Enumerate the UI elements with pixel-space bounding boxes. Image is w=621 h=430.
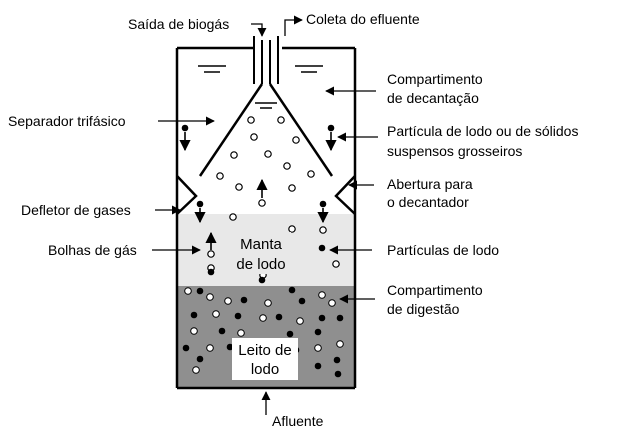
digestion-compartment-label-2: de digestão bbox=[387, 301, 460, 317]
gas-deflector-label: Defletor de gases bbox=[21, 202, 131, 218]
reactor-body bbox=[175, 46, 357, 390]
gas-deflectors bbox=[176, 175, 356, 215]
sludge-blanket-label-2: de lodo bbox=[236, 256, 285, 273]
sludge-bed-label-1: Leito de bbox=[238, 342, 291, 359]
gas-bubbles-label: Bolhas de gás bbox=[48, 242, 137, 258]
three-phase-separator-label: Separador trifásico bbox=[8, 113, 126, 129]
sludge-particles bbox=[181, 124, 335, 284]
sludge-bed-particles-black bbox=[182, 286, 344, 378]
callout-arrows bbox=[152, 15, 378, 415]
settler-opening-label-2: o decantador bbox=[387, 194, 469, 210]
sludge-particle-label-2: suspensos grosseiros bbox=[387, 143, 522, 159]
influent-label: Afluente bbox=[272, 413, 324, 429]
outlet-pipes bbox=[253, 36, 279, 84]
effluent-collection-label: Coleta do efluente bbox=[306, 11, 420, 27]
sludge-bed-label-box bbox=[232, 338, 298, 380]
gas-bubbles bbox=[207, 116, 340, 279]
sludge-particles-label: Partículas de lodo bbox=[387, 242, 499, 258]
settling-compartment-label-2: de decantação bbox=[387, 90, 479, 106]
sludge-bed-particles-white bbox=[184, 287, 344, 374]
settler-opening-label-1: Abertura para bbox=[387, 176, 473, 192]
sludge-particle-label-1: Partícula de lodo ou de sólidos bbox=[387, 123, 578, 139]
particle-flow-arrows bbox=[179, 132, 337, 250]
sludge-blanket-label-box bbox=[231, 232, 291, 274]
sludge-blanket-label-1: Manta bbox=[240, 236, 282, 253]
digestion-compartment-label-1: Compartimento bbox=[387, 282, 483, 298]
water-level-marks bbox=[198, 65, 323, 109]
three-phase-separator bbox=[198, 83, 334, 177]
biogas-outlet-label: Saída de biogás bbox=[128, 16, 229, 32]
settling-compartment-label-1: Compartimento bbox=[387, 71, 483, 87]
sludge-bed-label-2: lodo bbox=[251, 361, 279, 378]
